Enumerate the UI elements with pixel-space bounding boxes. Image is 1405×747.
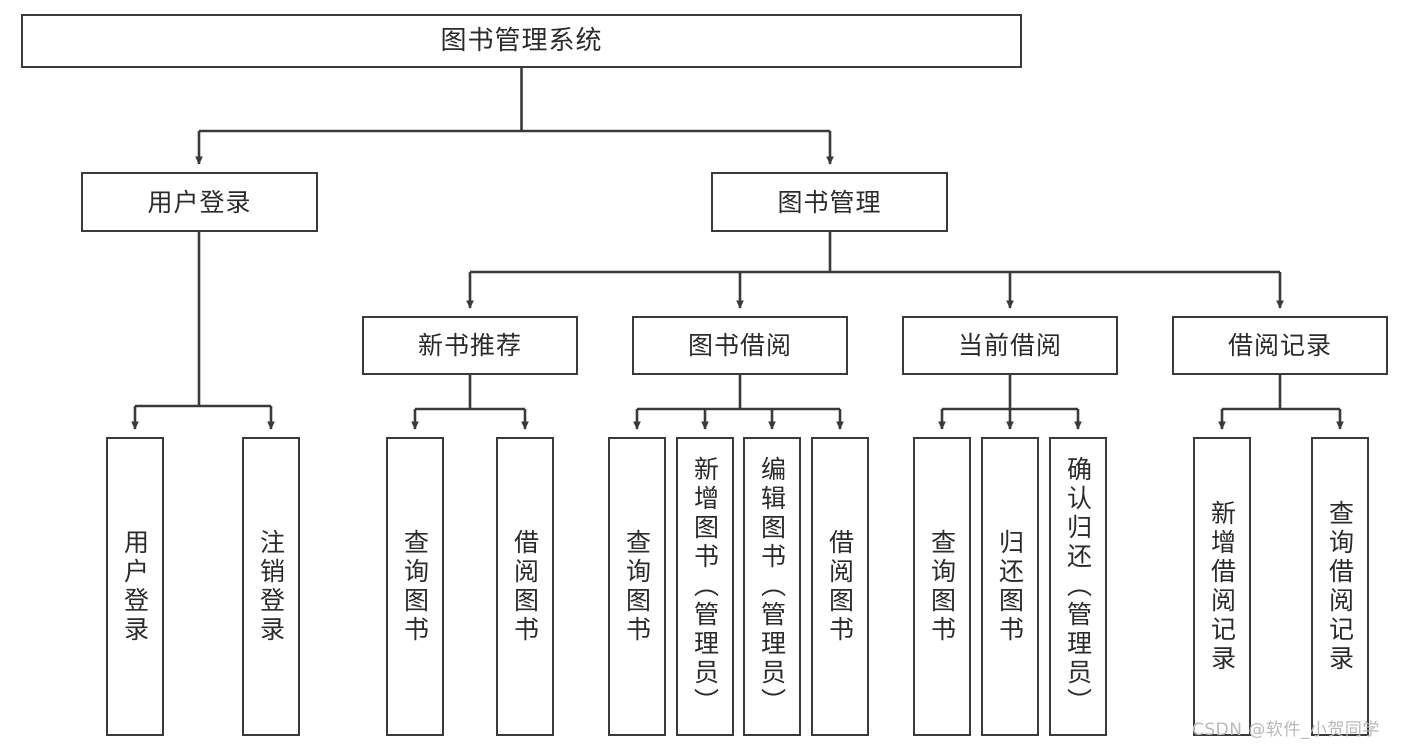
watermark: CSDN @软件_小贺同学 — [1192, 720, 1380, 740]
node-book-management[interactable]: 图书管理 — [711, 172, 948, 232]
node-user-login[interactable]: 用户登录 — [81, 172, 318, 232]
node-label: 用户登录 — [147, 187, 252, 217]
node-label: 查询借阅记录 — [1325, 499, 1355, 674]
node-label: 查询图书 — [400, 528, 430, 645]
leaf-borrow-borrow-book[interactable]: 借阅图书 — [811, 437, 869, 736]
node-root-system[interactable]: 图书管理系统 — [21, 14, 1022, 68]
node-label: 图书借阅 — [687, 331, 792, 360]
node-current-borrow[interactable]: 当前借阅 — [902, 316, 1118, 375]
node-label: 当前借阅 — [957, 331, 1062, 360]
leaf-borrow-query-book[interactable]: 查询图书 — [608, 437, 666, 736]
leaf-record-query-record[interactable]: 查询借阅记录 — [1311, 437, 1369, 736]
node-label: 查询图书 — [622, 528, 652, 645]
leaf-record-add-record[interactable]: 新增借阅记录 — [1193, 437, 1251, 736]
leaf-borrow-edit-book-admin[interactable]: 编辑图书（管理员） — [743, 437, 801, 736]
node-label: 注销登录 — [256, 528, 286, 645]
node-label: 归还图书 — [995, 528, 1025, 645]
leaf-current-confirm-return-admin[interactable]: 确认归还（管理员） — [1049, 437, 1107, 736]
node-label: 新书推荐 — [417, 331, 522, 360]
leaf-borrow-add-book-admin[interactable]: 新增图书（管理员） — [676, 437, 734, 736]
node-label: 借阅图书 — [825, 528, 855, 645]
leaf-user-login-login[interactable]: 用户登录 — [106, 437, 164, 736]
leaf-user-login-logout[interactable]: 注销登录 — [242, 437, 300, 736]
leaf-recommend-query-book[interactable]: 查询图书 — [386, 437, 444, 736]
leaf-recommend-borrow-book[interactable]: 借阅图书 — [496, 437, 554, 736]
node-label: 新增借阅记录 — [1207, 499, 1237, 674]
leaf-current-query-book[interactable]: 查询图书 — [913, 437, 971, 736]
node-label: 借阅记录 — [1227, 331, 1332, 360]
node-label: 新增图书（管理员） — [690, 456, 720, 717]
node-label: 用户登录 — [120, 528, 150, 645]
node-book-borrow[interactable]: 图书借阅 — [632, 316, 848, 375]
node-new-book-recommend[interactable]: 新书推荐 — [362, 316, 578, 375]
node-label: 借阅图书 — [510, 528, 540, 645]
node-label: 查询图书 — [927, 528, 957, 645]
node-label: 确认归还（管理员） — [1063, 456, 1093, 717]
node-label: 编辑图书（管理员） — [757, 456, 787, 717]
node-label: 图书管理 — [777, 187, 882, 217]
node-label: 图书管理系统 — [440, 26, 603, 56]
node-borrow-record[interactable]: 借阅记录 — [1172, 316, 1388, 375]
leaf-current-return-book[interactable]: 归还图书 — [981, 437, 1039, 736]
